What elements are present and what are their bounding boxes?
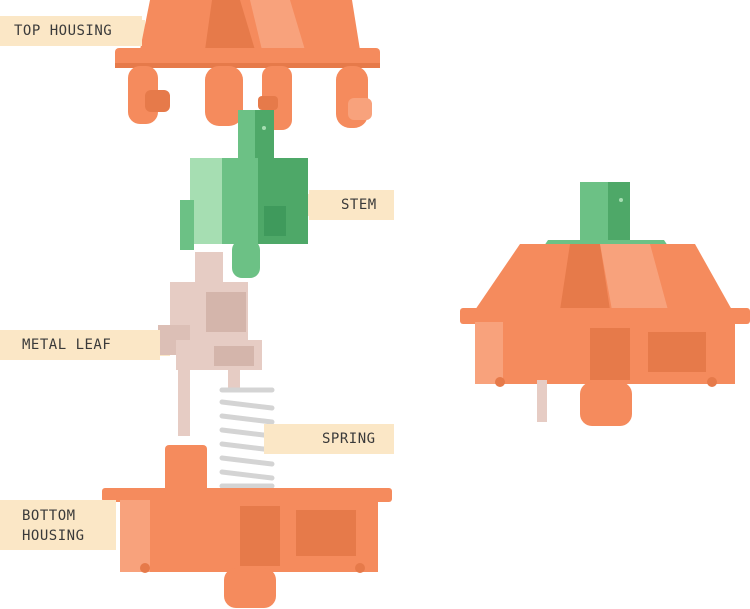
spring [219,387,275,489]
top-housing-label: TOP HOUSING [0,16,142,46]
spring-label: SPRING [264,424,394,454]
stem-label: STEM [309,190,394,220]
assembled-switch [460,182,750,426]
top-housing [115,0,380,130]
bottom-housing-label: BOTTOM HOUSING [0,500,116,550]
metal-leaf-label: METAL LEAF [0,330,160,360]
metal-leaf [158,252,262,436]
stem [180,110,308,278]
bottom-housing [102,445,392,608]
